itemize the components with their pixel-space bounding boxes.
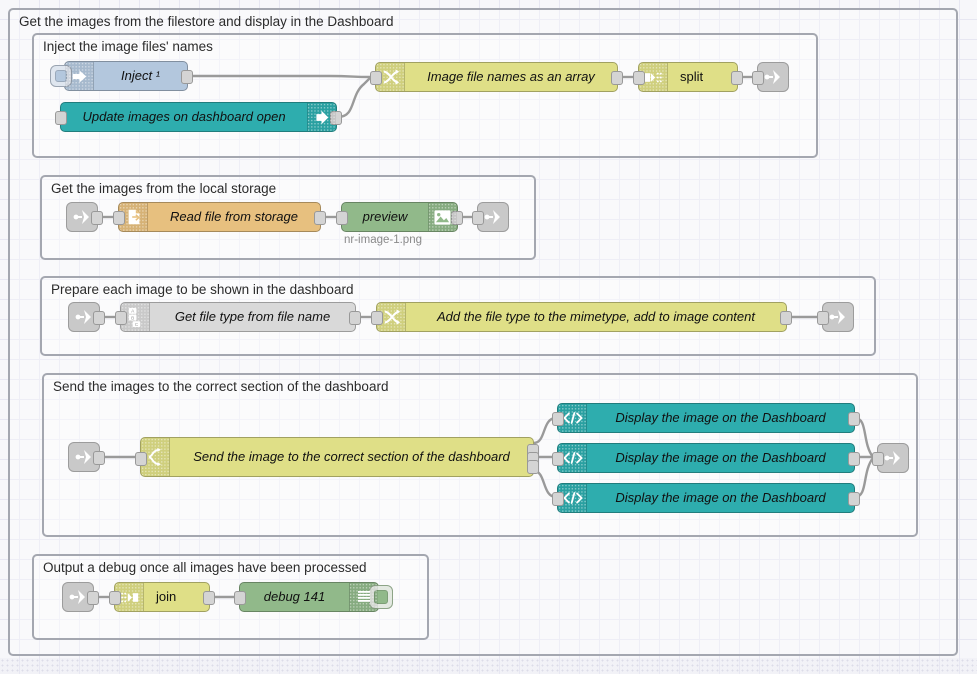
node-send-section-label: Send the image to the correct section of…	[193, 449, 510, 464]
node-preview-status: nr-image-1.png	[344, 234, 422, 246]
node-add-mimetype-input-port[interactable]	[371, 311, 383, 325]
node-link-out-3-input-port[interactable]	[817, 311, 829, 325]
node-display-1-input-port[interactable]	[552, 412, 564, 426]
node-link-in-4[interactable]	[68, 442, 105, 472]
node-display-3-output-port[interactable]	[848, 492, 860, 506]
node-read-file-input-port[interactable]	[113, 211, 125, 225]
switch-abc-icon: A B C	[121, 303, 150, 331]
inject-button-inner	[55, 70, 67, 82]
node-link-out-2-input-port[interactable]	[472, 211, 484, 225]
svg-text:B: B	[131, 315, 134, 321]
group-debug-label: Output a debug once all images have been…	[43, 560, 367, 575]
node-inject-output-port[interactable]	[181, 70, 193, 84]
canvas-outside-band	[0, 658, 977, 674]
node-dashboard-open-input-port[interactable]	[55, 111, 67, 125]
group-send-label: Send the images to the correct section o…	[53, 379, 389, 394]
node-link-in-5-output-port[interactable]	[87, 591, 99, 605]
node-link-out-4[interactable]	[872, 443, 909, 473]
node-display-3-label: Display the image on the Dashboard	[615, 490, 826, 505]
node-link-out-2[interactable]	[472, 202, 509, 232]
group-inject[interactable]: Inject the image files' names	[32, 33, 818, 158]
svg-text:C: C	[135, 322, 139, 328]
node-display-1-output-port[interactable]	[848, 412, 860, 426]
node-get-filetype-label: Get file type from file name	[174, 309, 331, 324]
node-read-file[interactable]: Read file from storage	[113, 202, 326, 232]
node-send-section-input-port[interactable]	[135, 452, 147, 466]
node-split[interactable]: split	[633, 62, 743, 92]
node-preview-output-port[interactable]	[451, 211, 463, 225]
node-join-output-port[interactable]	[203, 591, 215, 605]
node-link-out-4-input-port[interactable]	[872, 452, 884, 466]
node-get-filetype[interactable]: A B C Get file type from file name	[115, 302, 361, 332]
debug-lines-icon	[349, 583, 378, 611]
node-link-out-1-input-port[interactable]	[752, 71, 764, 85]
node-inject-label: Inject ¹	[120, 68, 160, 83]
node-display-2-input-port[interactable]	[552, 452, 564, 466]
node-send-section[interactable]: Send the image to the correct section of…	[135, 437, 539, 477]
image-preview-icon	[428, 203, 457, 231]
node-add-mimetype-label: Add the file type to the mimetype, add t…	[437, 309, 755, 324]
node-join[interactable]: join	[109, 582, 215, 612]
node-join-label: join	[156, 589, 177, 604]
node-display-2-output-port[interactable]	[848, 452, 860, 466]
node-dashboard-open-label: Update images on dashboard open	[82, 109, 286, 124]
node-display-3[interactable]: Display the image on the Dashboard	[552, 483, 860, 513]
node-debug-label: debug 141	[263, 589, 326, 604]
node-debug-input-port[interactable]	[234, 591, 246, 605]
node-split-label: split	[680, 69, 704, 84]
debug-toggle-button[interactable]	[369, 585, 393, 609]
node-link-out-1[interactable]	[752, 62, 789, 92]
node-add-mimetype-output-port[interactable]	[780, 311, 792, 325]
node-link-in-5[interactable]	[62, 582, 99, 612]
node-link-out-3[interactable]	[817, 302, 854, 332]
node-display-1-label: Display the image on the Dashboard	[615, 410, 826, 425]
node-link-in-3[interactable]	[68, 302, 105, 332]
template-code-icon	[558, 404, 587, 432]
inject-arrow-icon	[65, 62, 94, 90]
dashboard-arrow-icon	[307, 103, 336, 131]
node-link-in-2[interactable]	[66, 202, 103, 232]
node-join-input-port[interactable]	[109, 591, 121, 605]
group-prepare-label: Prepare each image to be shown in the da…	[51, 282, 354, 297]
node-display-2-label: Display the image on the Dashboard	[615, 450, 826, 465]
inject-trigger-button[interactable]	[50, 65, 72, 87]
node-get-filetype-output-port[interactable]	[349, 311, 361, 325]
node-display-1[interactable]: Display the image on the Dashboard	[552, 403, 860, 433]
node-preview-input-port[interactable]	[336, 211, 348, 225]
node-change-array-label: Image file names as an array	[427, 69, 595, 84]
node-read-file-label: Read file from storage	[170, 209, 298, 224]
node-link-in-2-output-port[interactable]	[91, 211, 103, 225]
node-display-2[interactable]: Display the image on the Dashboard	[552, 443, 860, 473]
node-add-mimetype[interactable]: Add the file type to the mimetype, add t…	[371, 302, 792, 332]
node-read-file-output-port[interactable]	[314, 211, 326, 225]
group-inject-label: Inject the image files' names	[43, 39, 213, 54]
node-change-array-input-port[interactable]	[370, 71, 382, 85]
node-change-array-output-port[interactable]	[611, 71, 623, 85]
node-display-3-input-port[interactable]	[552, 492, 564, 506]
node-change-array[interactable]: Image file names as an array	[370, 62, 623, 92]
node-debug[interactable]: debug 141	[234, 582, 393, 612]
node-link-in-3-output-port[interactable]	[93, 311, 105, 325]
node-preview[interactable]: preview	[336, 202, 463, 232]
debug-toggle-inner	[374, 590, 388, 604]
group-outer-label: Get the images from the filestore and di…	[19, 14, 394, 29]
node-send-section-output-port-3[interactable]	[527, 460, 539, 474]
node-link-in-4-output-port[interactable]	[93, 451, 105, 465]
node-preview-label: preview	[362, 209, 408, 224]
group-storage-label: Get the images from the local storage	[51, 181, 277, 196]
node-dashboard-open-output-port[interactable]	[330, 111, 342, 125]
svg-text:A: A	[131, 308, 135, 314]
change-shuffle-icon	[376, 63, 405, 91]
node-dashboard-open[interactable]: Update images on dashboard open	[55, 102, 342, 132]
node-get-filetype-input-port[interactable]	[115, 311, 127, 325]
node-split-input-port[interactable]	[633, 71, 645, 85]
node-inject[interactable]: Inject ¹	[50, 61, 193, 91]
node-split-output-port[interactable]	[731, 71, 743, 85]
